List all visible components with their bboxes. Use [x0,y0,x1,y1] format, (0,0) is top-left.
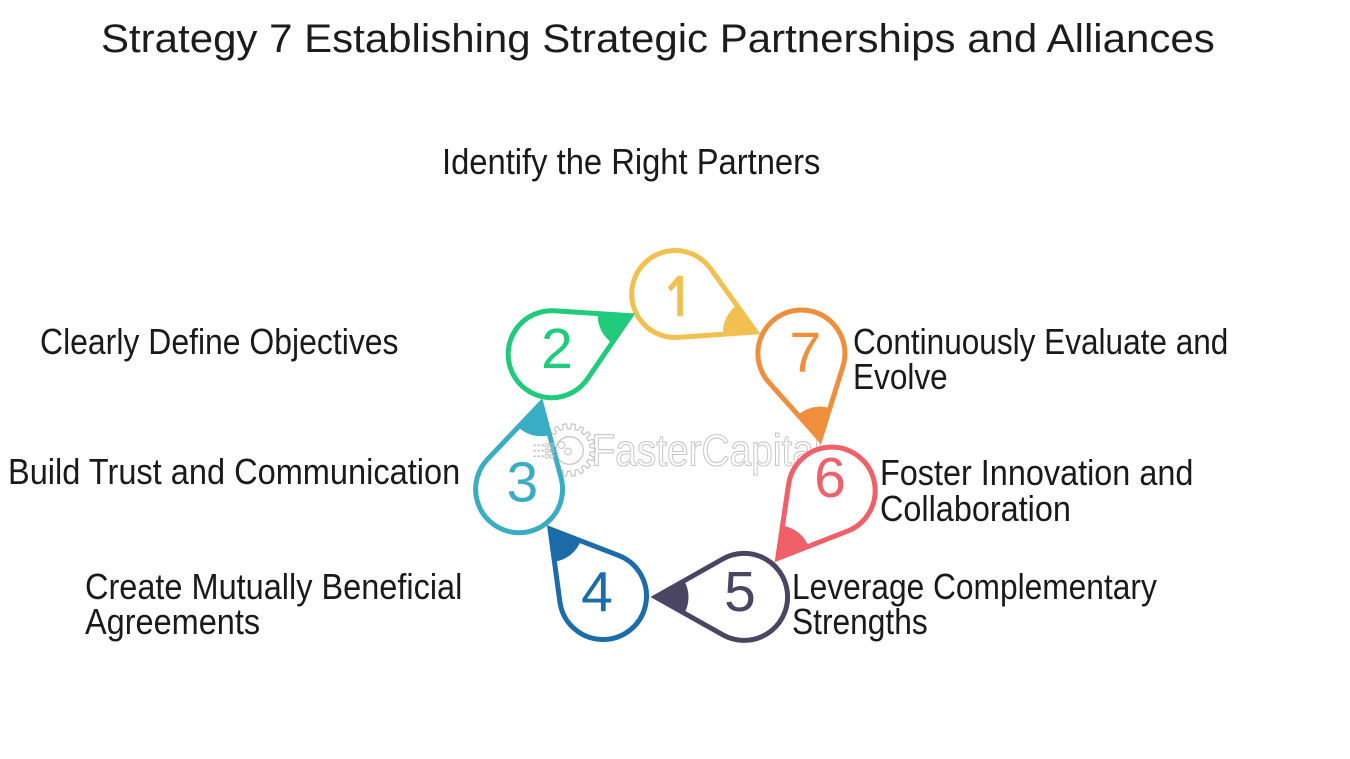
svg-text:5: 5 [724,560,756,624]
svg-text:7: 7 [789,321,821,385]
svg-text:2: 2 [541,317,573,381]
svg-text:FasterCapital: FasterCapital [592,427,823,476]
svg-text:4: 4 [581,560,613,624]
svg-text:3: 3 [506,450,538,514]
svg-text:6: 6 [814,446,846,510]
